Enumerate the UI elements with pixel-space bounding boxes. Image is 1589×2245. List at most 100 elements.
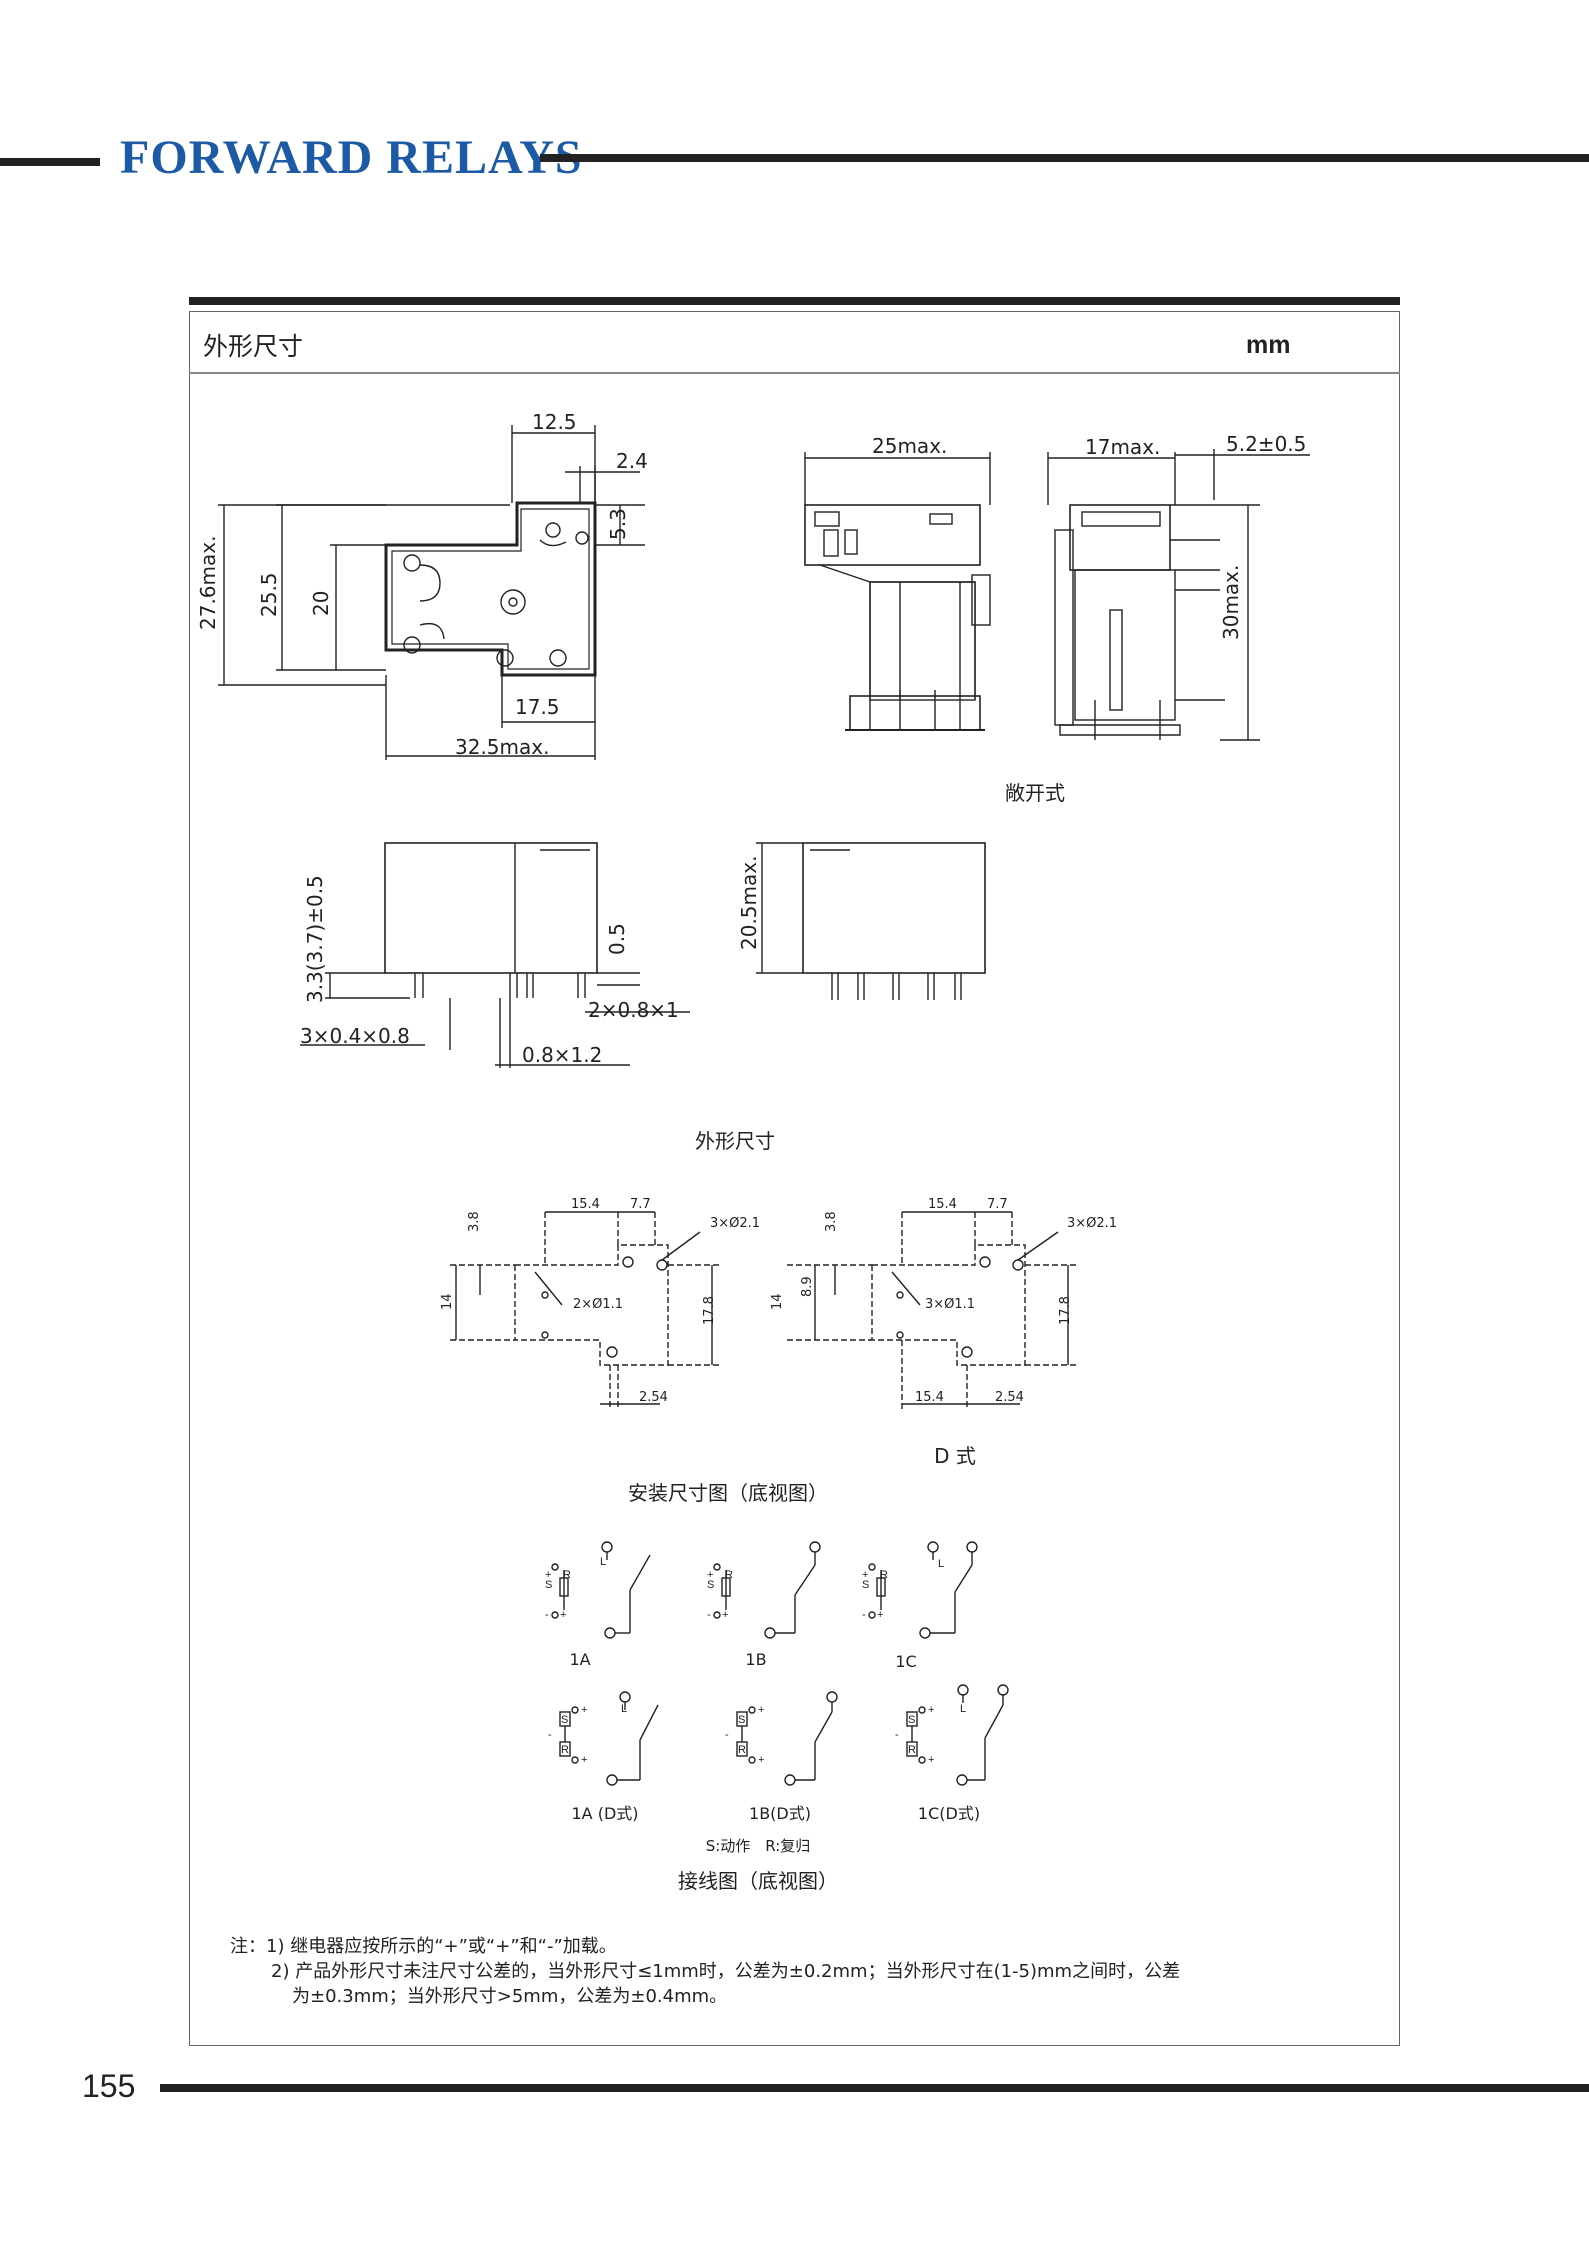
wiring-label-1c: 1C	[895, 1652, 917, 1671]
svg-text:+: +	[545, 1569, 551, 1581]
dim-open-17max: 17max.	[1085, 435, 1161, 459]
svg-text:R: R	[880, 1569, 888, 1581]
wiring-label-1a: 1A	[569, 1650, 591, 1669]
note-1: 注：1) 继电器应按所示的“+”或“+”和“-”加载。	[230, 1936, 617, 1957]
wiring-1b-d	[736, 1691, 838, 1786]
svg-text:S: S	[908, 1714, 915, 1726]
side-view-drawing	[300, 842, 690, 1068]
unit-label: mm	[1246, 331, 1291, 359]
svg-text:-: -	[707, 1609, 711, 1621]
svg-text:L: L	[600, 1556, 606, 1568]
dim-open-5-2: 5.2±0.5	[1226, 432, 1307, 456]
wiring-label-1c-d: 1C(D式)	[917, 1804, 981, 1823]
svg-text:+: +	[758, 1754, 764, 1766]
dim-md-15-4: 15.4	[928, 1197, 957, 1212]
svg-text:+: +	[862, 1569, 868, 1581]
wiring-label-1a-d: 1A (D式)	[571, 1804, 639, 1823]
note-2: 2) 产品外形尺寸未注尺寸公差的，当外形尺寸≤1mm时，公差为±0.2mm；当外…	[271, 1961, 1181, 1982]
dim-side-0-5: 0.5	[605, 923, 629, 955]
caption-outline: 外形尺寸	[695, 1129, 775, 1153]
caption-open-type: 敞开式	[1005, 781, 1065, 805]
dim-mstd-2xo1-1: 2×Ø1.1	[573, 1297, 624, 1312]
svg-text:R: R	[561, 1744, 569, 1756]
section-header-divider	[189, 372, 1400, 374]
svg-text:+: +	[581, 1754, 587, 1766]
page-number: 155	[82, 2068, 136, 2104]
wiring-label-1b-d: 1B(D式)	[749, 1804, 811, 1823]
dim-top-17-5: 17.5	[515, 695, 560, 719]
svg-text:+: +	[877, 1609, 883, 1621]
dim-md-3xo2-1: 3×Ø2.1	[1067, 1216, 1118, 1231]
svg-text:S: S	[545, 1579, 552, 1591]
dim-mstd-15-4: 15.4	[571, 1197, 600, 1212]
header-rule-left	[0, 158, 100, 166]
dim-md-3xo1-1: 3×Ø1.1	[925, 1297, 976, 1312]
svg-text:R: R	[908, 1744, 916, 1756]
open-type-side-drawing	[1047, 449, 1310, 741]
svg-text:+: +	[560, 1609, 566, 1621]
dim-mstd-14: 14	[440, 1293, 455, 1310]
dim-side-3x0-4x0-8: 3×0.4×0.8	[300, 1024, 410, 1048]
wiring-1a-d	[559, 1691, 659, 1786]
header-rule-right	[540, 154, 1589, 162]
svg-text:+: +	[928, 1704, 934, 1716]
section-frame	[189, 311, 1400, 2046]
dim-mstd-3xo2-1: 3×Ø2.1	[710, 1216, 761, 1231]
dim-mstd-7-7: 7.7	[630, 1197, 651, 1212]
dim-top-25-5: 25.5	[257, 572, 281, 617]
dim-top-32-5max: 32.5max.	[455, 735, 550, 759]
svg-text:S: S	[738, 1714, 745, 1726]
svg-text:+: +	[758, 1704, 764, 1716]
dim-mstd-17-8: 17.8	[702, 1296, 717, 1325]
svg-text:-: -	[545, 1609, 549, 1621]
side-view-2-drawing	[756, 842, 986, 1000]
svg-text:R: R	[725, 1569, 733, 1581]
dim-top-20: 20	[309, 590, 333, 616]
dim-top-2-4: 2.4	[616, 449, 648, 473]
svg-text:-: -	[725, 1729, 729, 1741]
svg-text:L: L	[960, 1703, 966, 1715]
wiring-1b	[713, 1541, 821, 1639]
dim-side-3-3: 3.3(3.7)±0.5	[303, 875, 327, 1003]
mounting-d-drawing	[787, 1212, 1077, 1410]
dim-open-30max: 30max.	[1219, 564, 1243, 640]
dim-side-0-8x1-2: 0.8×1.2	[522, 1043, 603, 1067]
svg-text:-: -	[548, 1729, 552, 1741]
dim-side-20-5max: 20.5max.	[737, 855, 761, 950]
dim-md-3-8: 3.8	[824, 1211, 839, 1232]
dim-top-12-5: 12.5	[532, 410, 577, 434]
dim-md-15-4-bottom: 15.4	[915, 1390, 944, 1405]
dim-side-2x0-8x1: 2×0.8×1	[588, 998, 679, 1022]
wiring-label-1b: 1B	[745, 1650, 767, 1669]
mounting-standard-dims	[455, 1211, 713, 1405]
wiring-1c-d	[906, 1684, 1009, 1786]
dim-top-27-6max: 27.6max.	[196, 535, 220, 630]
wiring-1a	[551, 1541, 651, 1639]
wiring-1c	[868, 1541, 978, 1639]
caption-mounting: 安装尺寸图（底视图）	[628, 1481, 828, 1505]
section-title: 外形尺寸	[203, 332, 304, 361]
note-3: 为±0.3mm；当外形尺寸>5mm，公差为±0.4mm。	[292, 1986, 728, 2007]
svg-text:S: S	[561, 1714, 568, 1726]
dim-mstd-2-54: 2.54	[639, 1390, 668, 1405]
dim-md-8-9: 8.9	[800, 1276, 815, 1297]
svg-text:S: S	[862, 1579, 869, 1591]
svg-text:+: +	[722, 1609, 728, 1621]
mounting-standard-drawing	[450, 1212, 720, 1410]
caption-wiring: 接线图（底视图）	[678, 1869, 838, 1893]
dim-md-14: 14	[770, 1293, 785, 1310]
brand-title: FORWARD RELAYS	[120, 131, 583, 184]
svg-text:L: L	[621, 1703, 627, 1715]
wiring-legend: S:动作 R:复归	[705, 1837, 811, 1855]
svg-text:+: +	[581, 1704, 587, 1716]
dim-mstd-3-8: 3.8	[467, 1211, 482, 1232]
footer-rule	[160, 2084, 1589, 2092]
svg-text:-: -	[862, 1609, 866, 1621]
open-type-front-drawing	[804, 452, 991, 731]
mounting-d-dims	[814, 1211, 1069, 1405]
top-view-drawing	[218, 425, 645, 760]
svg-text:S: S	[707, 1579, 714, 1591]
svg-text:+: +	[928, 1754, 934, 1766]
dim-top-5-3: 5.3	[606, 508, 630, 540]
dim-open-25max: 25max.	[872, 434, 948, 458]
